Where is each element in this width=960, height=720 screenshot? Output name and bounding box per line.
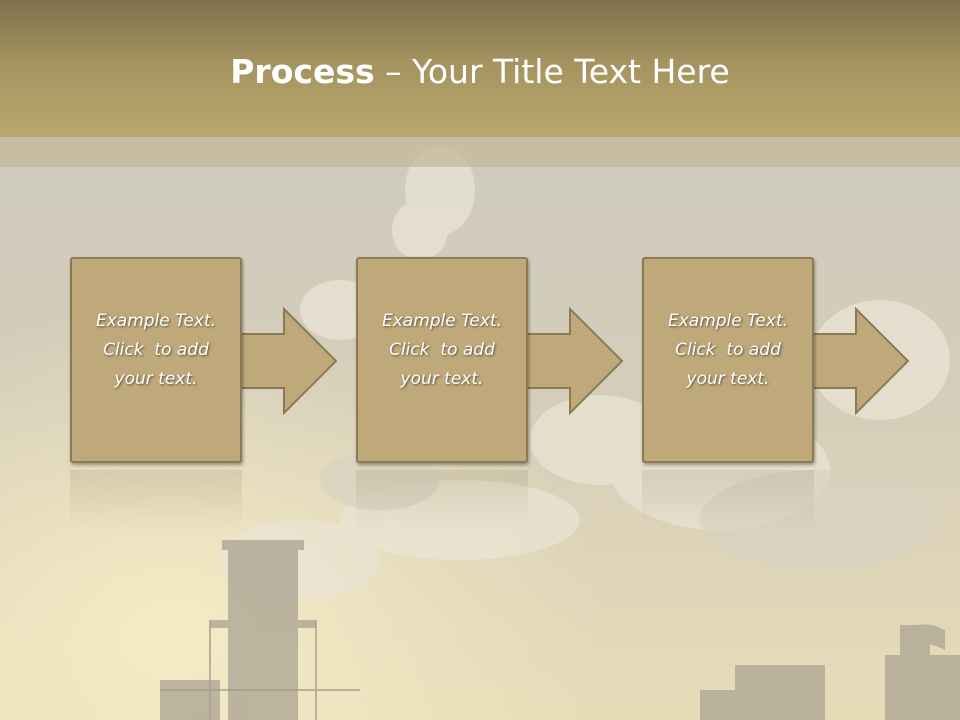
step-reflection xyxy=(642,470,814,530)
step-text[interactable]: Example Text. Click to add your text. xyxy=(95,310,217,389)
title-bold: Process xyxy=(230,52,375,91)
step-reflection xyxy=(356,470,528,530)
step-text-box[interactable]: Example Text. Click to add your text. xyxy=(642,257,814,463)
title-bar xyxy=(0,0,960,137)
step-text-box[interactable]: Example Text. Click to add your text. xyxy=(356,257,528,463)
step-text[interactable]: Example Text. Click to add your text. xyxy=(381,310,503,389)
step-text-box[interactable]: Example Text. Click to add your text. xyxy=(70,257,242,463)
arrow-right-icon xyxy=(810,307,910,416)
arrow-right-icon xyxy=(524,307,624,416)
step-text[interactable]: Example Text. Click to add your text. xyxy=(667,310,789,389)
title-strip xyxy=(0,137,960,167)
slide-title[interactable]: Process – Your Title Text Here xyxy=(0,52,960,91)
title-rest: – Your Title Text Here xyxy=(374,52,730,91)
arrow-right-icon xyxy=(238,307,338,416)
step-reflection xyxy=(70,470,242,530)
